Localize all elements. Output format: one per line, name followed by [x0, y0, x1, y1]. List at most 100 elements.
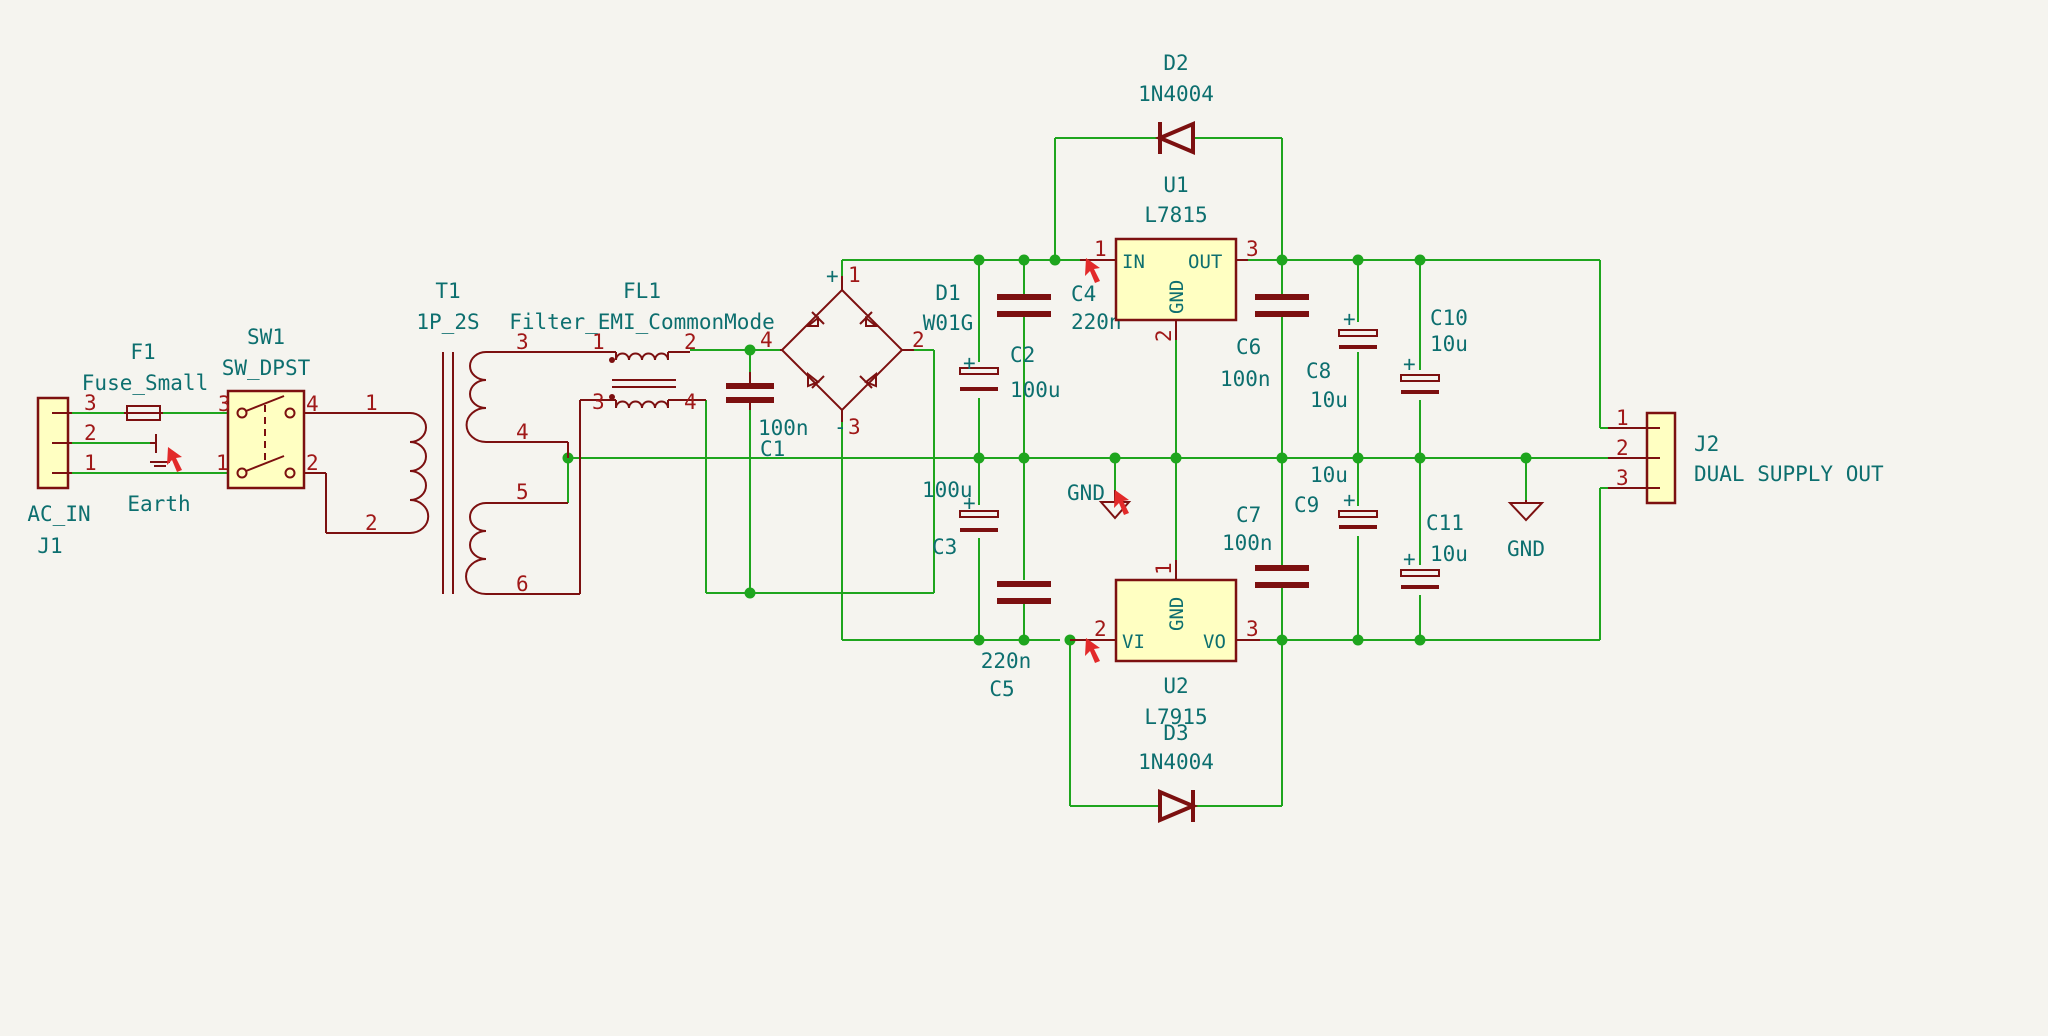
transformer-t1[interactable]: 1 2 3 4 5 6 T1 1P_2S — [365, 279, 580, 596]
u1-ref: U1 — [1163, 173, 1188, 197]
bridge-rectifier-d1[interactable]: + 1 2 3 4 - D1 W01G — [760, 263, 973, 439]
c1-value: 100n — [758, 416, 809, 440]
u1-out-label: OUT — [1188, 251, 1222, 273]
capacitor-c6[interactable]: C6 100n — [1220, 294, 1309, 391]
capacitor-c5[interactable]: 220n C5 — [981, 581, 1051, 701]
t1-pin-2: 2 — [365, 511, 378, 535]
sw1-pin-3: 3 — [218, 392, 231, 416]
c3-value: 100u — [922, 478, 973, 502]
j1-pin-3: 3 — [84, 391, 97, 415]
d1-minus: - — [834, 415, 847, 439]
fuse-f1[interactable]: F1 Fuse_Small — [82, 340, 208, 421]
j2-pin-2: 2 — [1616, 436, 1629, 460]
d1-value: W01G — [923, 311, 974, 335]
u1-pin-2: 2 — [1152, 329, 1176, 342]
capacitor-c2[interactable]: + C2 100u — [959, 343, 1061, 402]
c10-value: 10u — [1430, 332, 1468, 356]
sw1-ref: SW1 — [247, 325, 285, 349]
u2-pin-1: 1 — [1152, 562, 1176, 575]
u2-pin-3: 3 — [1246, 617, 1259, 641]
sw1-value: SW_DPST — [222, 356, 311, 380]
regulator-u1[interactable]: IN OUT GND 1 3 2 U1 L7815 — [1080, 173, 1259, 342]
u1-gnd-label: GND — [1166, 280, 1188, 314]
j2-ref: J2 — [1694, 432, 1719, 456]
t1-value: 1P_2S — [416, 310, 479, 334]
u2-gnd-label: GND — [1166, 597, 1188, 631]
diode-d3[interactable]: D3 1N4004 — [1138, 721, 1214, 824]
capacitor-c7[interactable]: C7 100n — [1222, 503, 1309, 588]
capacitor-c8[interactable]: + C8 10u — [1306, 307, 1378, 412]
earth-label: Earth — [127, 492, 190, 516]
t1-pin-1: 1 — [365, 391, 378, 415]
c9-plus: + — [1343, 488, 1356, 512]
f1-value: Fuse_Small — [82, 371, 208, 395]
c5-value: 220n — [981, 649, 1032, 673]
fl1-value: Filter_EMI_CommonMode — [509, 310, 775, 334]
u2-ref: U2 — [1163, 674, 1188, 698]
u2-pin-2: 2 — [1094, 617, 1107, 641]
u1-in-label: IN — [1122, 251, 1145, 273]
d1-pin-2: 2 — [912, 328, 925, 352]
j2-pin-1: 1 — [1616, 406, 1629, 430]
j1-value: AC_IN — [27, 502, 90, 526]
diode-d2[interactable]: D2 1N4004 — [1138, 51, 1214, 156]
c4-ref: C4 — [1071, 282, 1096, 306]
capacitor-c10[interactable]: + C10 10u — [1400, 306, 1468, 394]
d1-pin-1: 1 — [848, 263, 861, 287]
connector-j2[interactable]: 1 2 3 J2 DUAL SUPPLY OUT — [1608, 406, 1884, 505]
c11-value: 10u — [1430, 542, 1468, 566]
c5-ref: C5 — [989, 677, 1014, 701]
c9-value: 10u — [1310, 463, 1348, 487]
u1-pin-1: 1 — [1094, 237, 1107, 261]
earth-symbol: Earth — [127, 434, 191, 516]
junctions — [562, 254, 1532, 646]
capacitor-c1[interactable]: 100n C1 — [726, 372, 809, 461]
c11-plus: + — [1403, 547, 1416, 571]
gnd-symbol-left: GND — [1067, 481, 1132, 520]
gnd-right-label: GND — [1507, 537, 1545, 561]
d1-pin-3: 3 — [848, 415, 861, 439]
c8-value: 10u — [1310, 388, 1348, 412]
t1-pin-5: 5 — [516, 480, 529, 504]
c11-ref: C11 — [1426, 511, 1464, 535]
c2-ref: C2 — [1010, 343, 1035, 367]
c2-plus: + — [963, 351, 976, 375]
u1-value: L7815 — [1144, 203, 1207, 227]
j1-ref: J1 — [37, 534, 62, 558]
c6-value: 100n — [1220, 367, 1271, 391]
c10-plus: + — [1403, 352, 1416, 376]
c1-ref: C1 — [760, 437, 785, 461]
c7-value: 100n — [1222, 531, 1273, 555]
c2-value: 100u — [1010, 378, 1061, 402]
j2-pin-3: 3 — [1616, 466, 1629, 490]
fl1-pin-1: 1 — [592, 330, 605, 354]
switch-sw1[interactable]: 3 4 1 2 SW1 SW_DPST — [216, 325, 410, 534]
t1-pin-6: 6 — [516, 572, 529, 596]
gnd-symbol-right: GND — [1507, 500, 1545, 561]
sw1-pin-4: 4 — [306, 392, 319, 416]
c8-ref: C8 — [1306, 359, 1331, 383]
c3-ref: C3 — [932, 535, 957, 559]
fl1-pin-2: 2 — [684, 330, 697, 354]
j2-value: DUAL SUPPLY OUT — [1694, 462, 1884, 486]
capacitor-c9[interactable]: + 10u C9 — [1294, 463, 1378, 529]
capacitor-c11[interactable]: + C11 10u — [1400, 511, 1468, 589]
capacitor-c4[interactable]: C4 220n — [997, 282, 1122, 334]
gnd-left-label: GND — [1067, 481, 1105, 505]
connector-j1[interactable]: 3 2 1 AC_IN J1 — [27, 391, 96, 558]
regulator-u2[interactable]: VI VO GND 2 3 1 U2 L7915 — [1070, 560, 1260, 729]
d2-value: 1N4004 — [1138, 82, 1214, 106]
d2-ref: D2 — [1163, 51, 1188, 75]
u1-pin-3: 3 — [1246, 237, 1259, 261]
j1-pin-1: 1 — [84, 451, 97, 475]
u2-vo-label: VO — [1203, 631, 1226, 653]
emi-filter-fl1[interactable]: 1 2 3 4 FL1 Filter_EMI_CommonMode — [509, 279, 775, 594]
u2-vi-label: VI — [1122, 631, 1145, 653]
capacitor-c3[interactable]: + 100u C3 — [922, 478, 999, 559]
d1-pin-4: 4 — [760, 328, 773, 352]
t1-ref: T1 — [435, 279, 460, 303]
j1-pin-2: 2 — [84, 421, 97, 445]
u2-value: L7915 — [1144, 705, 1207, 729]
fl1-ref: FL1 — [623, 279, 661, 303]
t1-pin-4: 4 — [516, 420, 529, 444]
